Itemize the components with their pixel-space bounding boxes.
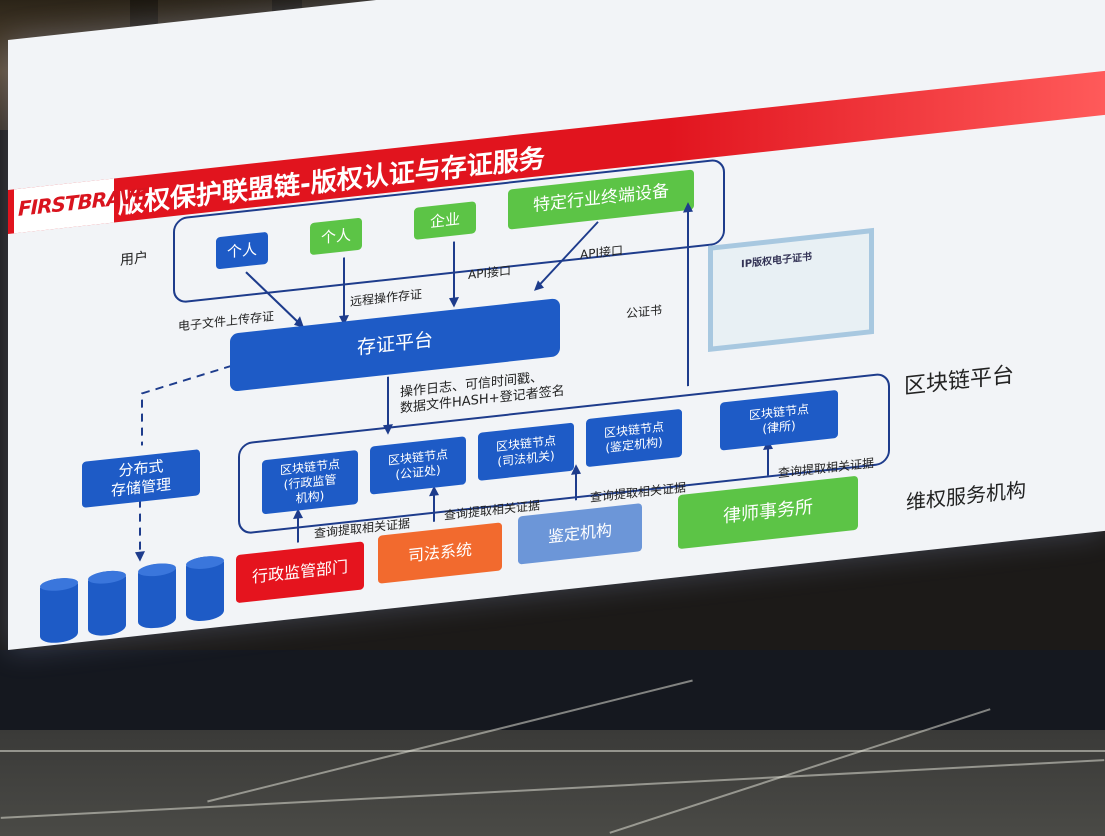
arrowhead-api-2 — [534, 280, 544, 291]
certificate-title: IP版权电子证书 — [741, 251, 813, 271]
storage-cylinder-3 — [138, 561, 176, 630]
certificate-image: IP版权电子证书 — [708, 227, 874, 352]
node-admin-supervision: 区块链节点 (行政监管 机构) — [262, 449, 358, 515]
arrowhead-query-3 — [571, 464, 581, 475]
arrowhead-storage-down — [135, 551, 145, 562]
arrowhead-query-2 — [429, 485, 439, 497]
storage-cylinder-2 — [88, 569, 126, 638]
slide: 版权保护联盟链-版权认证与存证服务 FIRSTBRAVE 用户 个人 个人 企业… — [8, 0, 1105, 651]
arrowhead-remote — [339, 314, 349, 326]
screen-frame — [0, 650, 1105, 740]
node-5-line2: (律所) — [762, 418, 796, 437]
storage-cylinder-4 — [186, 554, 224, 623]
arrow-storage — [141, 364, 233, 446]
storage-cylinder-1 — [40, 576, 78, 645]
arrowhead-query-1 — [293, 508, 303, 520]
arrows-svg — [135, 202, 773, 562]
arrowhead-log — [383, 424, 393, 435]
arrowhead-api-1 — [449, 297, 459, 308]
arrow-api-2 — [537, 221, 599, 288]
arrow-upload — [245, 271, 305, 329]
arrowhead-notary — [683, 202, 693, 213]
stage-floor — [0, 679, 1105, 836]
node-1-line3: 机构) — [295, 488, 325, 506]
arrowhead-upload — [294, 316, 304, 328]
